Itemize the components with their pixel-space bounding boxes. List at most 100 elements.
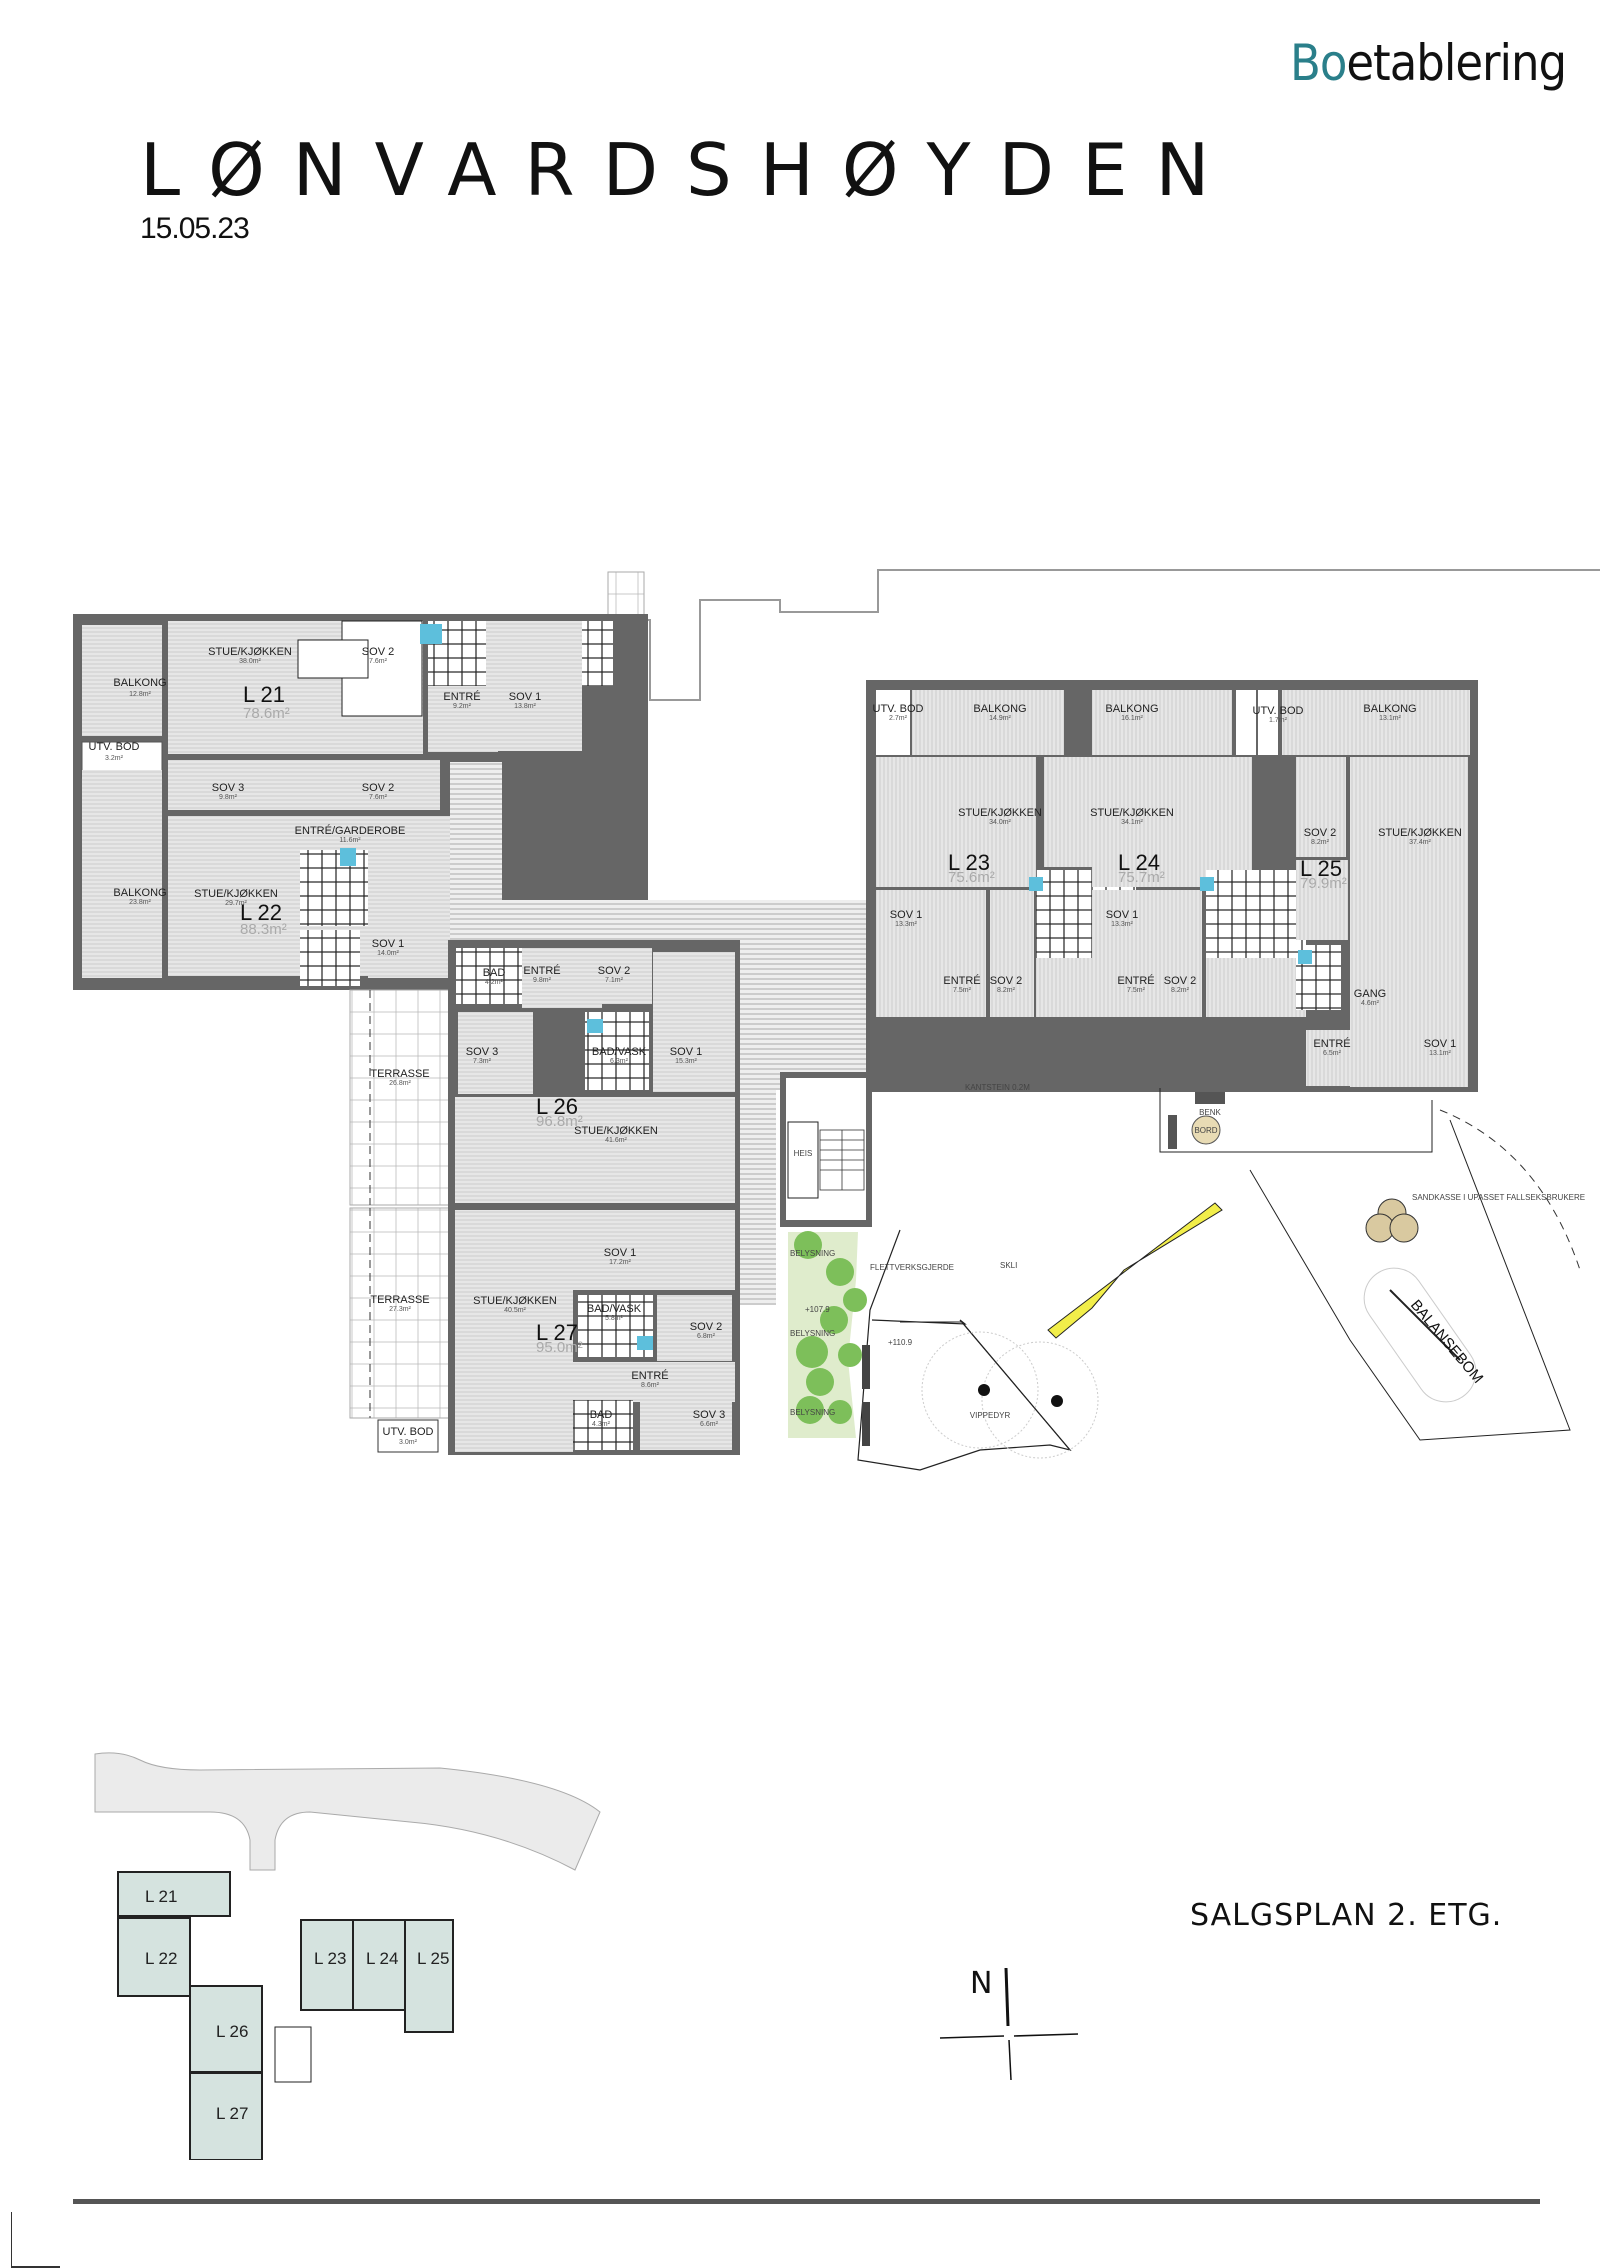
svg-text:13.3m²: 13.3m² — [1111, 921, 1133, 928]
trees — [794, 1231, 867, 1424]
svg-text:UTV. BOD: UTV. BOD — [1253, 705, 1304, 717]
svg-text:SOV 2: SOV 2 — [690, 1321, 722, 1333]
svg-text:14.9m²: 14.9m² — [989, 715, 1011, 722]
svg-text:7.5m²: 7.5m² — [1127, 987, 1146, 994]
svg-text:3.0m²: 3.0m² — [399, 1439, 418, 1446]
svg-text:15.3m²: 15.3m² — [675, 1058, 697, 1065]
svg-text:13.1m²: 13.1m² — [1429, 1050, 1451, 1057]
svg-text:BELYSNING: BELYSNING — [790, 1329, 835, 1338]
svg-text:+110.9: +110.9 — [888, 1338, 913, 1347]
svg-text:75.7m²: 75.7m² — [1118, 869, 1165, 886]
svg-text:BALKONG: BALKONG — [1105, 703, 1158, 715]
svg-text:SOV 1: SOV 1 — [1424, 1038, 1456, 1050]
svg-text:ENTRÉ/GARDEROBE: ENTRÉ/GARDEROBE — [295, 824, 406, 837]
svg-text:BORD: BORD — [1194, 1126, 1217, 1135]
aw-icon — [340, 848, 356, 866]
svg-text:BELYSNING: BELYSNING — [790, 1408, 835, 1417]
svg-text:4.6m²: 4.6m² — [1361, 1000, 1380, 1007]
svg-text:41.6m²: 41.6m² — [605, 1137, 627, 1144]
svg-text:UTV. BOD: UTV. BOD — [383, 1426, 434, 1438]
apartment-label-l23: L 23 — [948, 850, 990, 875]
svg-text:8.2m²: 8.2m² — [997, 987, 1016, 994]
svg-text:SOV 3: SOV 3 — [212, 782, 244, 794]
svg-text:SOV 2: SOV 2 — [598, 965, 630, 977]
svg-text:78.6m²: 78.6m² — [243, 705, 290, 722]
svg-text:BAD: BAD — [483, 967, 506, 979]
svg-text:6.3m²: 6.3m² — [610, 1058, 629, 1065]
svg-text:40.5m²: 40.5m² — [504, 1307, 526, 1314]
svg-text:7.6m²: 7.6m² — [369, 658, 388, 665]
floor-plan: BALKONG 12.8m² UTV. BOD 3.2m² STUE/KJØKK… — [73, 569, 1600, 1471]
svg-text:UTV. BOD: UTV. BOD — [873, 703, 924, 715]
svg-text:11.6m²: 11.6m² — [339, 837, 361, 844]
project-title: LØNVARDSHØYDEN — [140, 128, 1238, 212]
slide — [1047, 1202, 1223, 1339]
logo-prefix: Bo — [1290, 34, 1347, 92]
apartment-label-l26: L 26 — [536, 1094, 578, 1119]
logo-suffix: etablering — [1346, 34, 1567, 92]
svg-text:17.2m²: 17.2m² — [609, 1259, 631, 1266]
svg-text:TERRASSE: TERRASSE — [370, 1068, 429, 1080]
svg-text:BAD/VASK: BAD/VASK — [587, 1303, 642, 1315]
svg-text:STUE/KJØKKEN: STUE/KJØKKEN — [473, 1295, 557, 1307]
svg-text:13.8m²: 13.8m² — [514, 703, 536, 710]
key-l26: L 26 — [216, 2022, 248, 2041]
svg-text:8.6m²: 8.6m² — [641, 1382, 660, 1389]
apartment-label-l24: L 24 — [1118, 850, 1160, 875]
apartment-label-l22: L 22 — [240, 900, 282, 925]
svg-text:ENTRÉ: ENTRÉ — [631, 1369, 668, 1382]
north-arrow-icon — [939, 1967, 1079, 2080]
svg-text:3.2m²: 3.2m² — [105, 755, 124, 762]
svg-text:9.8m²: 9.8m² — [219, 794, 238, 801]
svg-text:38.0m²: 38.0m² — [239, 658, 261, 665]
svg-text:34.1m²: 34.1m² — [1121, 819, 1143, 826]
svg-text:BALKONG: BALKONG — [973, 703, 1026, 715]
svg-text:SKLI: SKLI — [1000, 1261, 1017, 1270]
svg-text:SOV 1: SOV 1 — [670, 1046, 702, 1058]
svg-text:75.6m²: 75.6m² — [948, 869, 995, 886]
key-l21: L 21 — [145, 1887, 177, 1906]
svg-text:79.9m²: 79.9m² — [1300, 875, 1347, 892]
svg-text:29.7m²: 29.7m² — [225, 900, 247, 907]
svg-text:STUE/KJØKKEN: STUE/KJØKKEN — [958, 807, 1042, 819]
svg-text:UTV. BOD: UTV. BOD — [89, 741, 140, 753]
svg-text:SANDKASSE I UPASSET FALLSEKSBR: SANDKASSE I UPASSET FALLSEKSBRUKERE — [1412, 1193, 1585, 1202]
svg-text:STUE/KJØKKEN: STUE/KJØKKEN — [1378, 827, 1462, 839]
svg-text:SOV 3: SOV 3 — [466, 1046, 498, 1058]
svg-text:SOV 2: SOV 2 — [990, 975, 1022, 987]
key-l27: L 27 — [216, 2104, 248, 2123]
svg-text:8.2m²: 8.2m² — [1311, 839, 1330, 846]
svg-text:37.4m²: 37.4m² — [1409, 839, 1431, 846]
svg-text:SOV 1: SOV 1 — [890, 909, 922, 921]
aw-icon — [420, 624, 442, 644]
svg-text:STUE/KJØKKEN: STUE/KJØKKEN — [574, 1125, 658, 1137]
svg-text:8.2m²: 8.2m² — [1171, 987, 1190, 994]
svg-text:SOV 1: SOV 1 — [1106, 909, 1138, 921]
bottom-divider — [73, 2199, 1540, 2204]
svg-text:26.8m²: 26.8m² — [389, 1080, 411, 1087]
svg-text:VIPPEDYR: VIPPEDYR — [970, 1411, 1011, 1420]
svg-text:GANG: GANG — [1354, 988, 1386, 1000]
svg-text:4.3m²: 4.3m² — [592, 1421, 611, 1428]
svg-text:13.3m²: 13.3m² — [895, 921, 917, 928]
svg-text:7.1m²: 7.1m² — [605, 977, 624, 984]
svg-text:ENTRÉ: ENTRÉ — [443, 690, 480, 703]
svg-text:BAD: BAD — [590, 1409, 613, 1421]
svg-text:9.2m²: 9.2m² — [453, 703, 472, 710]
svg-text:STUE/KJØKKEN: STUE/KJØKKEN — [194, 888, 278, 900]
svg-text:BALKONG: BALKONG — [1363, 703, 1416, 715]
svg-text:88.3m²: 88.3m² — [240, 921, 287, 938]
svg-text:ENTRÉ: ENTRÉ — [943, 974, 980, 987]
svg-text:2.7m²: 2.7m² — [889, 715, 908, 722]
svg-text:7.6m²: 7.6m² — [369, 794, 388, 801]
svg-text:BENK: BENK — [1199, 1108, 1221, 1117]
svg-text:16.1m²: 16.1m² — [1121, 715, 1143, 722]
svg-text:27.3m²: 27.3m² — [389, 1306, 411, 1313]
svg-text:34.0m²: 34.0m² — [989, 819, 1011, 826]
plan-title: SALGSPLAN 2. ETG. — [1190, 1898, 1503, 1933]
svg-text:SOV 1: SOV 1 — [509, 691, 541, 703]
svg-text:+107.9: +107.9 — [805, 1305, 830, 1314]
north-label: N — [970, 1966, 993, 2001]
svg-text:BALKONG: BALKONG — [113, 887, 166, 899]
svg-text:ENTRÉ: ENTRÉ — [1117, 974, 1154, 987]
